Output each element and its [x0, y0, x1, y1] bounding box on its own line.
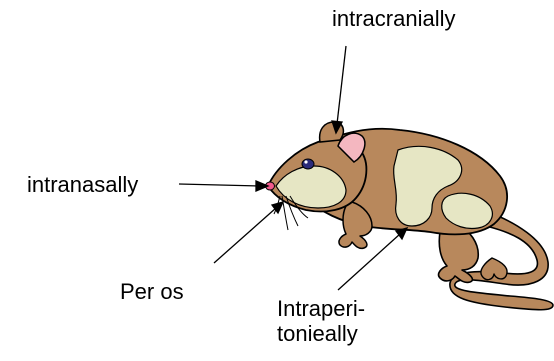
- mouse-hind-foot: [481, 258, 507, 280]
- arrow-intranasal: [179, 184, 259, 186]
- label-intraperitoneally-line2: tonieally: [277, 321, 417, 346]
- label-intraperitoneally-line1: Intraperi-: [277, 296, 417, 321]
- arrow-intranasal-head: [256, 181, 268, 191]
- label-intranasally: intranasally: [27, 172, 138, 197]
- arrow-intracranial: [337, 46, 346, 124]
- arrow-per-os: [214, 208, 276, 263]
- label-intracranially: intracranially: [332, 6, 456, 31]
- arrow-per-os-head: [272, 202, 283, 213]
- mouse-eye: [302, 159, 314, 169]
- label-intraperitoneally: Intraperi- tonieally: [277, 296, 417, 347]
- label-per-os: Per os: [120, 279, 184, 304]
